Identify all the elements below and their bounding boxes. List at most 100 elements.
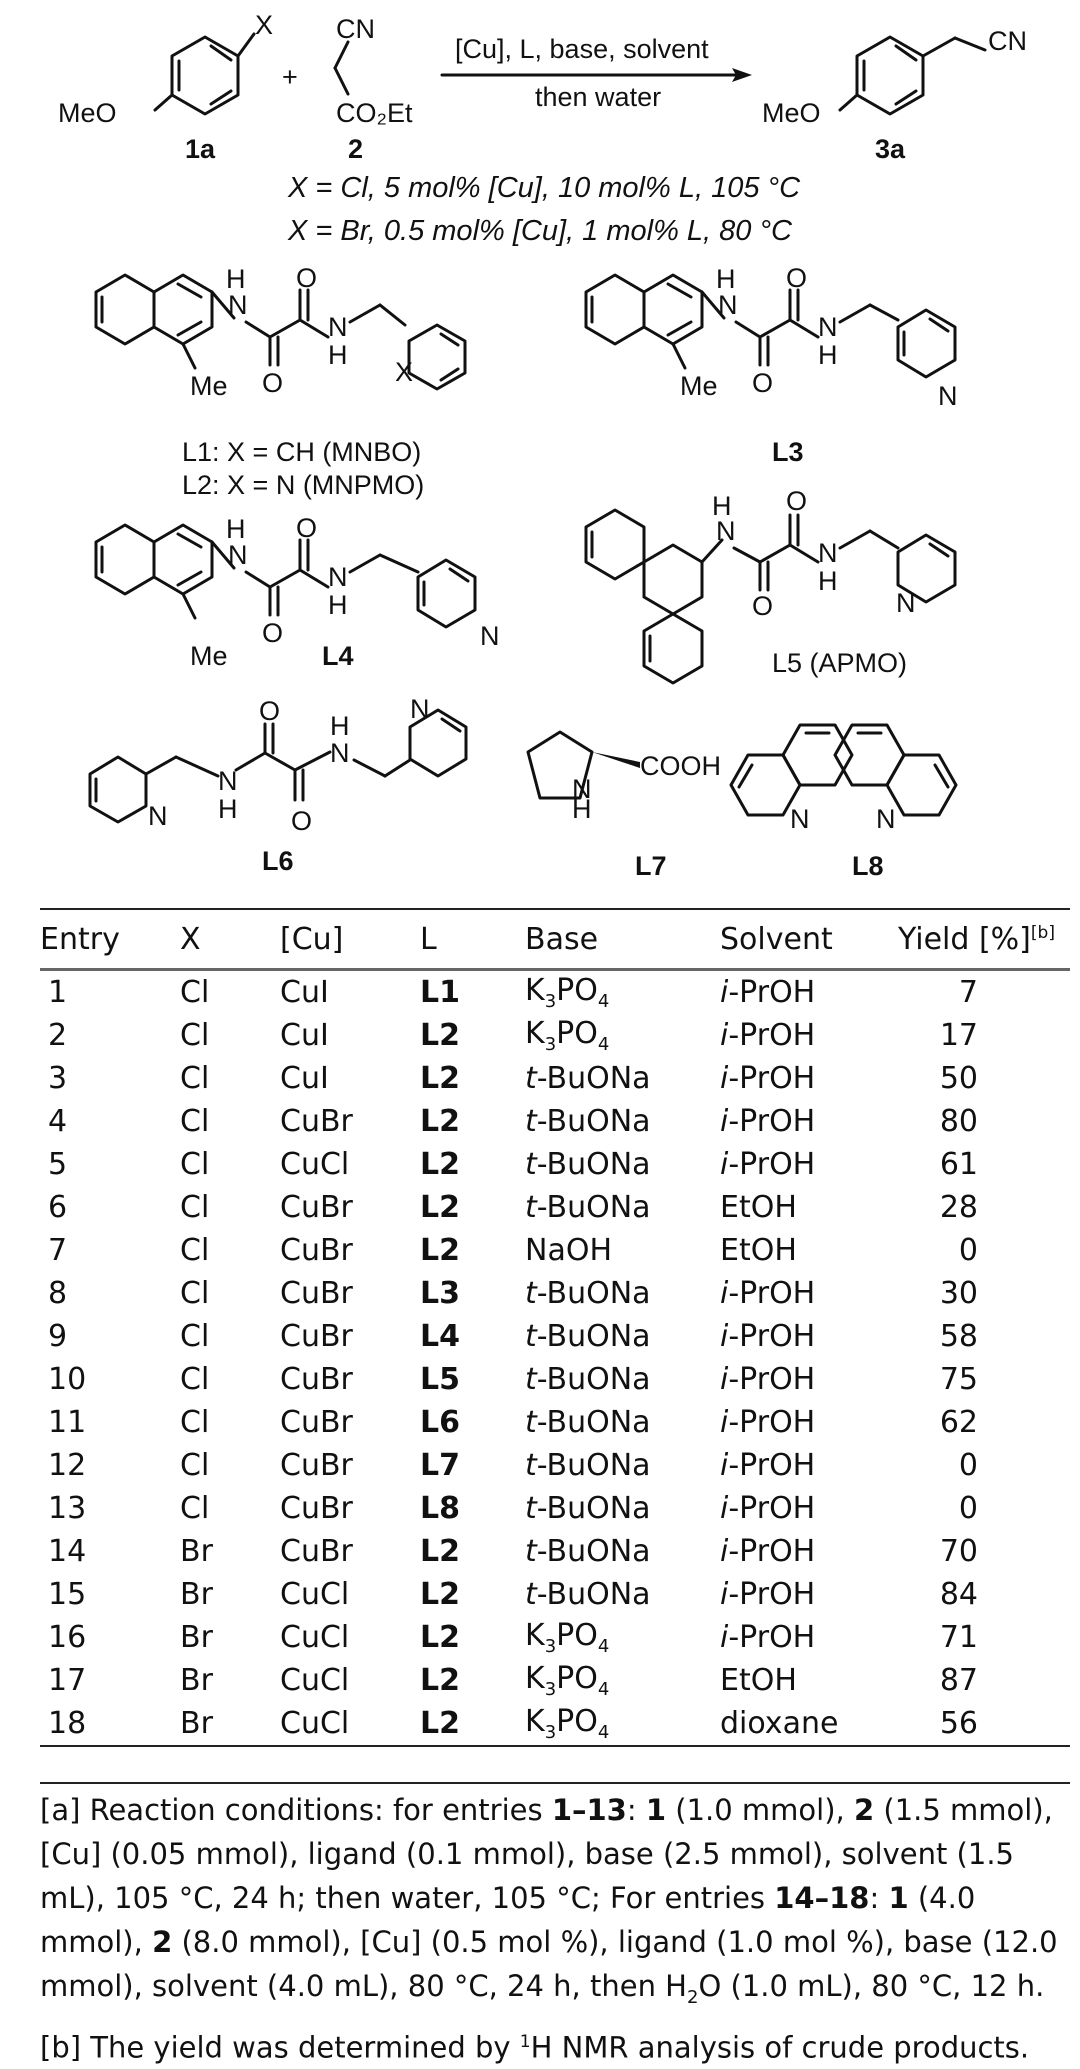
cell-solvent: i-PrOH [720, 1616, 898, 1659]
atom-x: X [395, 357, 413, 387]
cell-solvent: i-PrOH [720, 968, 898, 1014]
atom-n: N [148, 801, 168, 831]
atom-h: H [328, 590, 348, 620]
italic-prefix: i [720, 1147, 729, 1182]
cell-x: Cl [180, 1319, 210, 1354]
atom-n: N [480, 621, 500, 651]
cell-text: -PrOH [728, 1018, 816, 1053]
cell-solvent: i-PrOH [720, 1014, 898, 1057]
cell-entry: 1 [40, 968, 180, 1014]
cell-base: K3PO4 [525, 1702, 720, 1747]
atom-n: N [876, 804, 896, 834]
cell-yield: 30 [939, 1276, 978, 1311]
cell-text: -PrOH [728, 1491, 816, 1526]
cell-cu: CuBr [280, 1405, 353, 1440]
cell-x: Cl [180, 1104, 210, 1139]
atom-n: N [818, 538, 838, 568]
cell-ligand: L2 [420, 1620, 460, 1655]
cell-text: -BuONa [536, 1061, 651, 1096]
cell-yield: 80 [939, 1104, 978, 1139]
condition-bromide: X = Br, 0.5 mol% [Cu], 1 mol% L, 80 °C [287, 215, 793, 247]
cell-base: t-BuONa [525, 1272, 720, 1315]
ligand-l4-structure: N H O O N H N Me L4 [94, 513, 500, 671]
cell-cu: CuBr [280, 1448, 353, 1483]
italic-prefix: t [525, 1362, 537, 1397]
cell-x: Cl [180, 1190, 210, 1225]
nitrile-label: CN [336, 14, 375, 44]
italic-prefix: t [525, 1276, 537, 1311]
cell-x: Br [180, 1702, 280, 1747]
italic-prefix: i [720, 1491, 729, 1526]
cell-yield: 7 [898, 968, 1070, 1014]
cell-x: Cl [180, 1491, 210, 1526]
cell-text: -PrOH [728, 1620, 816, 1655]
atom-o: O [752, 368, 773, 398]
footnote-compound-ref: 2 [152, 1925, 173, 1959]
cell-cu: CuBr [280, 1233, 353, 1268]
atom-n: N [410, 694, 430, 724]
cell-entry: 12 [48, 1448, 87, 1483]
product-3a-structure: CN MeO 3a [762, 26, 1027, 164]
ligand-l3-label: L3 [772, 437, 804, 467]
cell-entry: 9 [48, 1319, 68, 1354]
cell-text: -PrOH [728, 975, 816, 1010]
compound-1a-label: 1a [185, 134, 216, 164]
cell-solvent: i-PrOH [720, 1057, 898, 1100]
footnote-top-rule [40, 1782, 1070, 1784]
cell-cu: CuBr [280, 1276, 353, 1311]
atom-n: N [938, 381, 958, 411]
atom-h: H [226, 514, 246, 544]
ligand-l5-label: L5 (APMO) [772, 648, 907, 678]
arrow-conditions-bottom: then water [535, 82, 661, 112]
cell-yield: 56 [898, 1702, 1070, 1747]
italic-prefix: i [720, 1362, 729, 1397]
cell-ligand: L2 [420, 1534, 460, 1569]
cell-base: t-BuONa [525, 1444, 720, 1487]
cell-entry: 11 [48, 1405, 87, 1440]
footnote-text: (1.0 mmol), [666, 1793, 854, 1827]
footnote-text: : [869, 1881, 889, 1915]
cell-text: -PrOH [728, 1362, 816, 1397]
cell-base: t-BuONa [525, 1573, 720, 1616]
cell-ligand: L7 [420, 1448, 460, 1483]
atom-n: N [716, 516, 736, 546]
italic-prefix: i [720, 1104, 729, 1139]
atom-n: N [896, 588, 916, 618]
cell-entry: 5 [48, 1147, 68, 1182]
cell-text: -BuONa [536, 1147, 651, 1182]
ligand-l7-structure: COOH H N L7 [526, 730, 721, 881]
cell-solvent: EtOH [720, 1663, 797, 1698]
italic-prefix: t [525, 1405, 537, 1440]
cell-base: K3PO4 [525, 1016, 610, 1055]
cell-entry: 15 [48, 1577, 87, 1612]
cell-yield: 0 [958, 1233, 978, 1268]
footnote-compound-ref: 2 [853, 1793, 875, 1827]
footnote-text: (4.0 mmol), [40, 1881, 976, 1959]
cell-entry: 18 [40, 1702, 180, 1747]
cell-text: -BuONa [536, 1362, 651, 1397]
footnote-compound-ref: 1 [888, 1881, 909, 1915]
footnote-b-text: [b] The yield was determined by [40, 2030, 520, 2065]
plus-sign: + [282, 62, 298, 92]
reaction-arrow: [Cu], L, base, solvent then water [440, 34, 752, 112]
cell-text: -BuONa [536, 1534, 651, 1569]
italic-prefix: t [525, 1319, 537, 1354]
italic-prefix: i [720, 1620, 729, 1655]
atom-o: O [786, 486, 807, 516]
cell-solvent: i-PrOH [720, 1143, 898, 1186]
cell-yield: 75 [939, 1362, 978, 1397]
atom-h: H [328, 340, 348, 370]
italic-prefix: t [525, 1061, 537, 1096]
reaction-scheme: X MeO 1a + CN CO₂Et 2 [Cu], L, base, sol… [58, 10, 1027, 881]
table-header-row: Entry X [Cu] L Base Solvent Yield [%][b] [40, 910, 1070, 970]
cell-text: -PrOH [728, 1104, 816, 1139]
cell-text: -BuONa [536, 1448, 651, 1483]
